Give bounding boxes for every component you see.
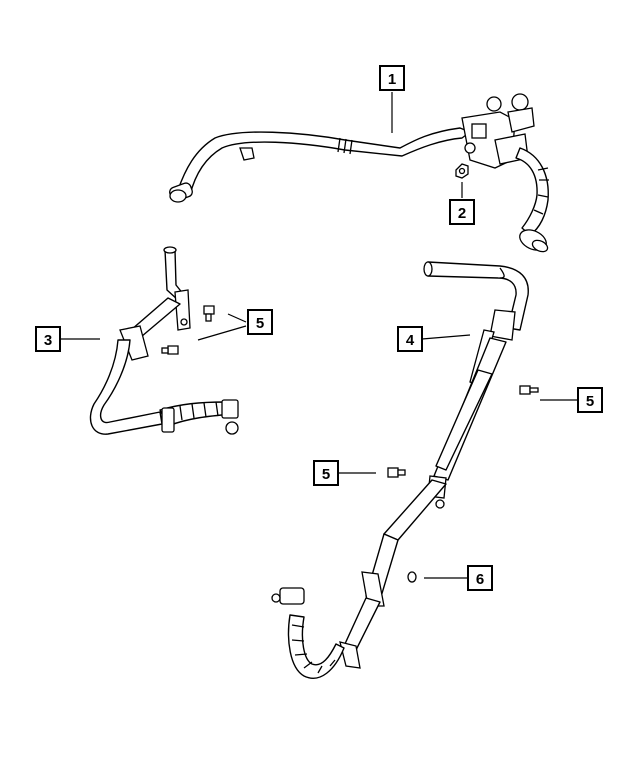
callout-5-middle: 5	[313, 460, 376, 486]
callout-5-left: 5	[197, 309, 273, 341]
hose-assembly-left	[89, 246, 239, 435]
svg-text:5: 5	[256, 315, 264, 332]
bolt-part-5-middle	[387, 467, 406, 478]
valve-block	[461, 93, 535, 169]
callout-2: 2	[449, 182, 475, 225]
svg-text:4: 4	[406, 332, 415, 349]
callout-6: 6	[424, 565, 493, 591]
callout-4: 4	[397, 326, 471, 352]
svg-text:1: 1	[388, 71, 396, 88]
svg-text:2: 2	[458, 205, 466, 222]
heater-hose-upper	[169, 93, 549, 253]
svg-text:5: 5	[586, 393, 594, 410]
oring-part-6	[407, 571, 417, 583]
bolt-part-5-right	[519, 385, 539, 395]
callout-3: 3	[35, 326, 100, 352]
callout-1: 1	[379, 65, 405, 133]
hose-long-right	[271, 261, 529, 679]
callout-5-right: 5	[540, 387, 603, 413]
svg-text:5: 5	[322, 466, 330, 483]
svg-text:6: 6	[476, 571, 484, 588]
svg-text:3: 3	[44, 332, 52, 349]
nut-part-2	[455, 163, 469, 179]
